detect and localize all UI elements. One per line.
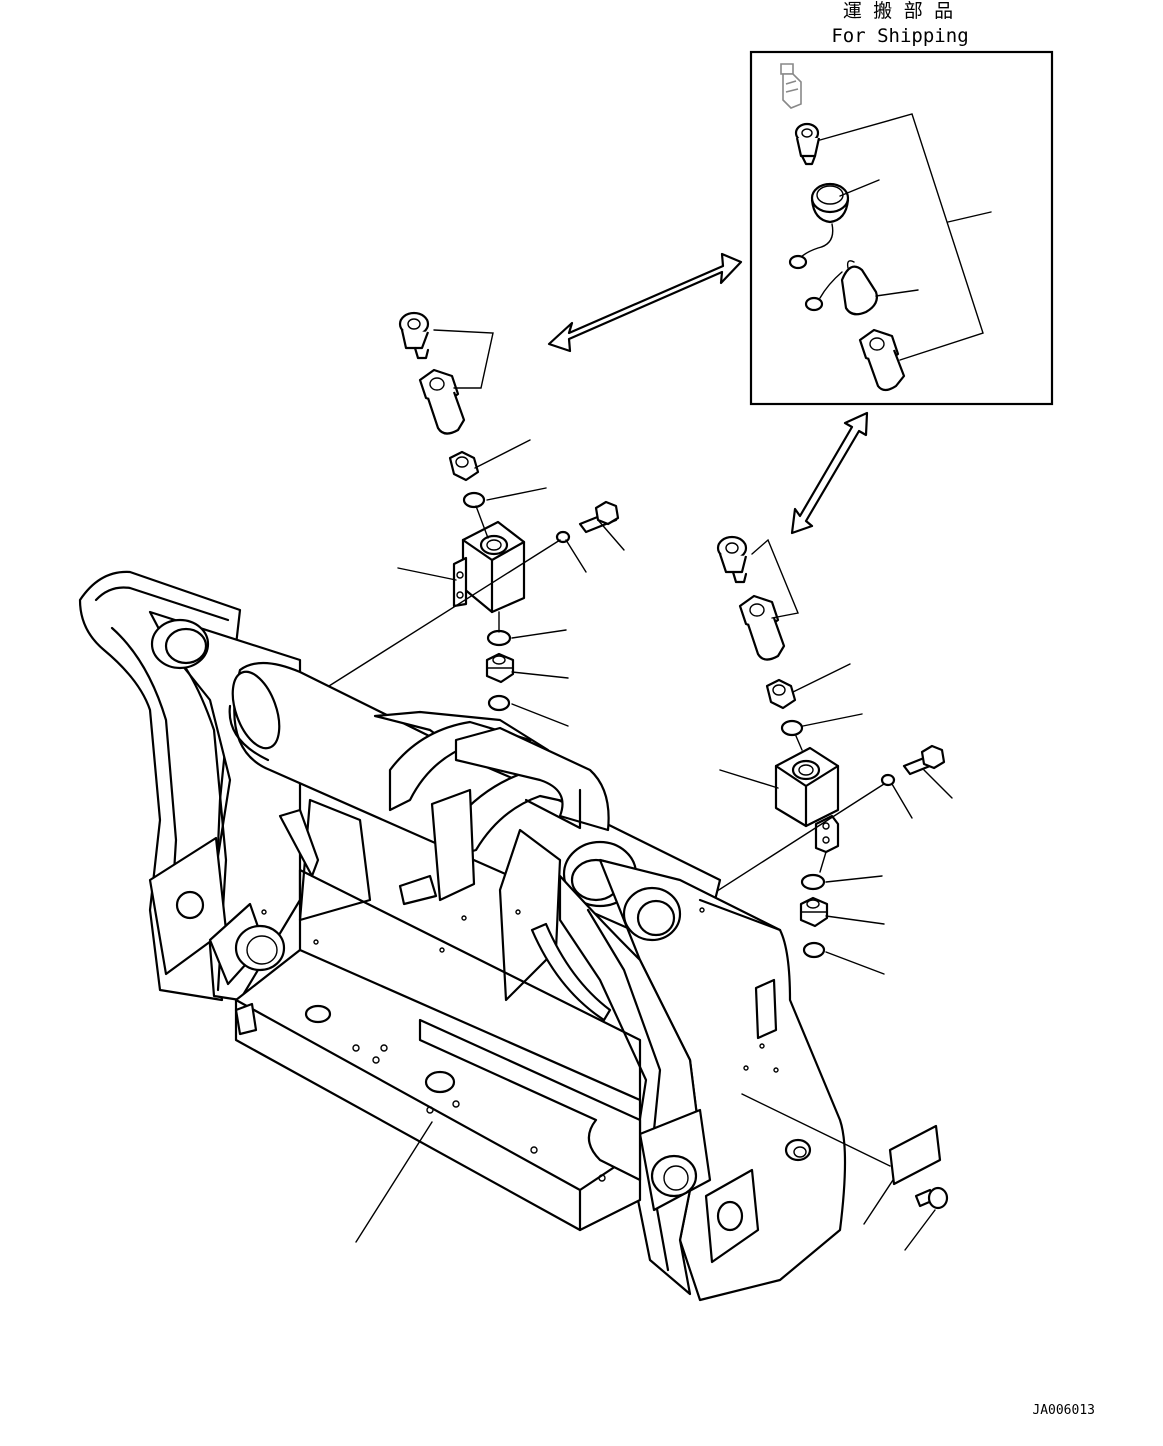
shipping-adapter [858, 328, 906, 392]
shipping-frame [749, 50, 1054, 406]
shipping-title-jp: 運 搬 部 品 [843, 0, 953, 22]
shipping-coupler [794, 122, 821, 166]
shipping-dust-cap [788, 182, 850, 270]
loader-frame [78, 570, 949, 1302]
arrow-upper [547, 252, 743, 353]
right-valve-assembly [699, 535, 953, 975]
shipping-fitting-grey [780, 63, 802, 109]
left-valve-assembly [309, 311, 625, 727]
drawing-code: JA006013 [1032, 1403, 1095, 1418]
shipping-plug [804, 260, 878, 316]
arrow-right [790, 411, 869, 535]
shipping-title-en: For Shipping [831, 25, 968, 47]
leader-bracket-shipping [819, 113, 984, 361]
for-shipping-box: 運 搬 部 品 For Shipping [749, 0, 1054, 406]
